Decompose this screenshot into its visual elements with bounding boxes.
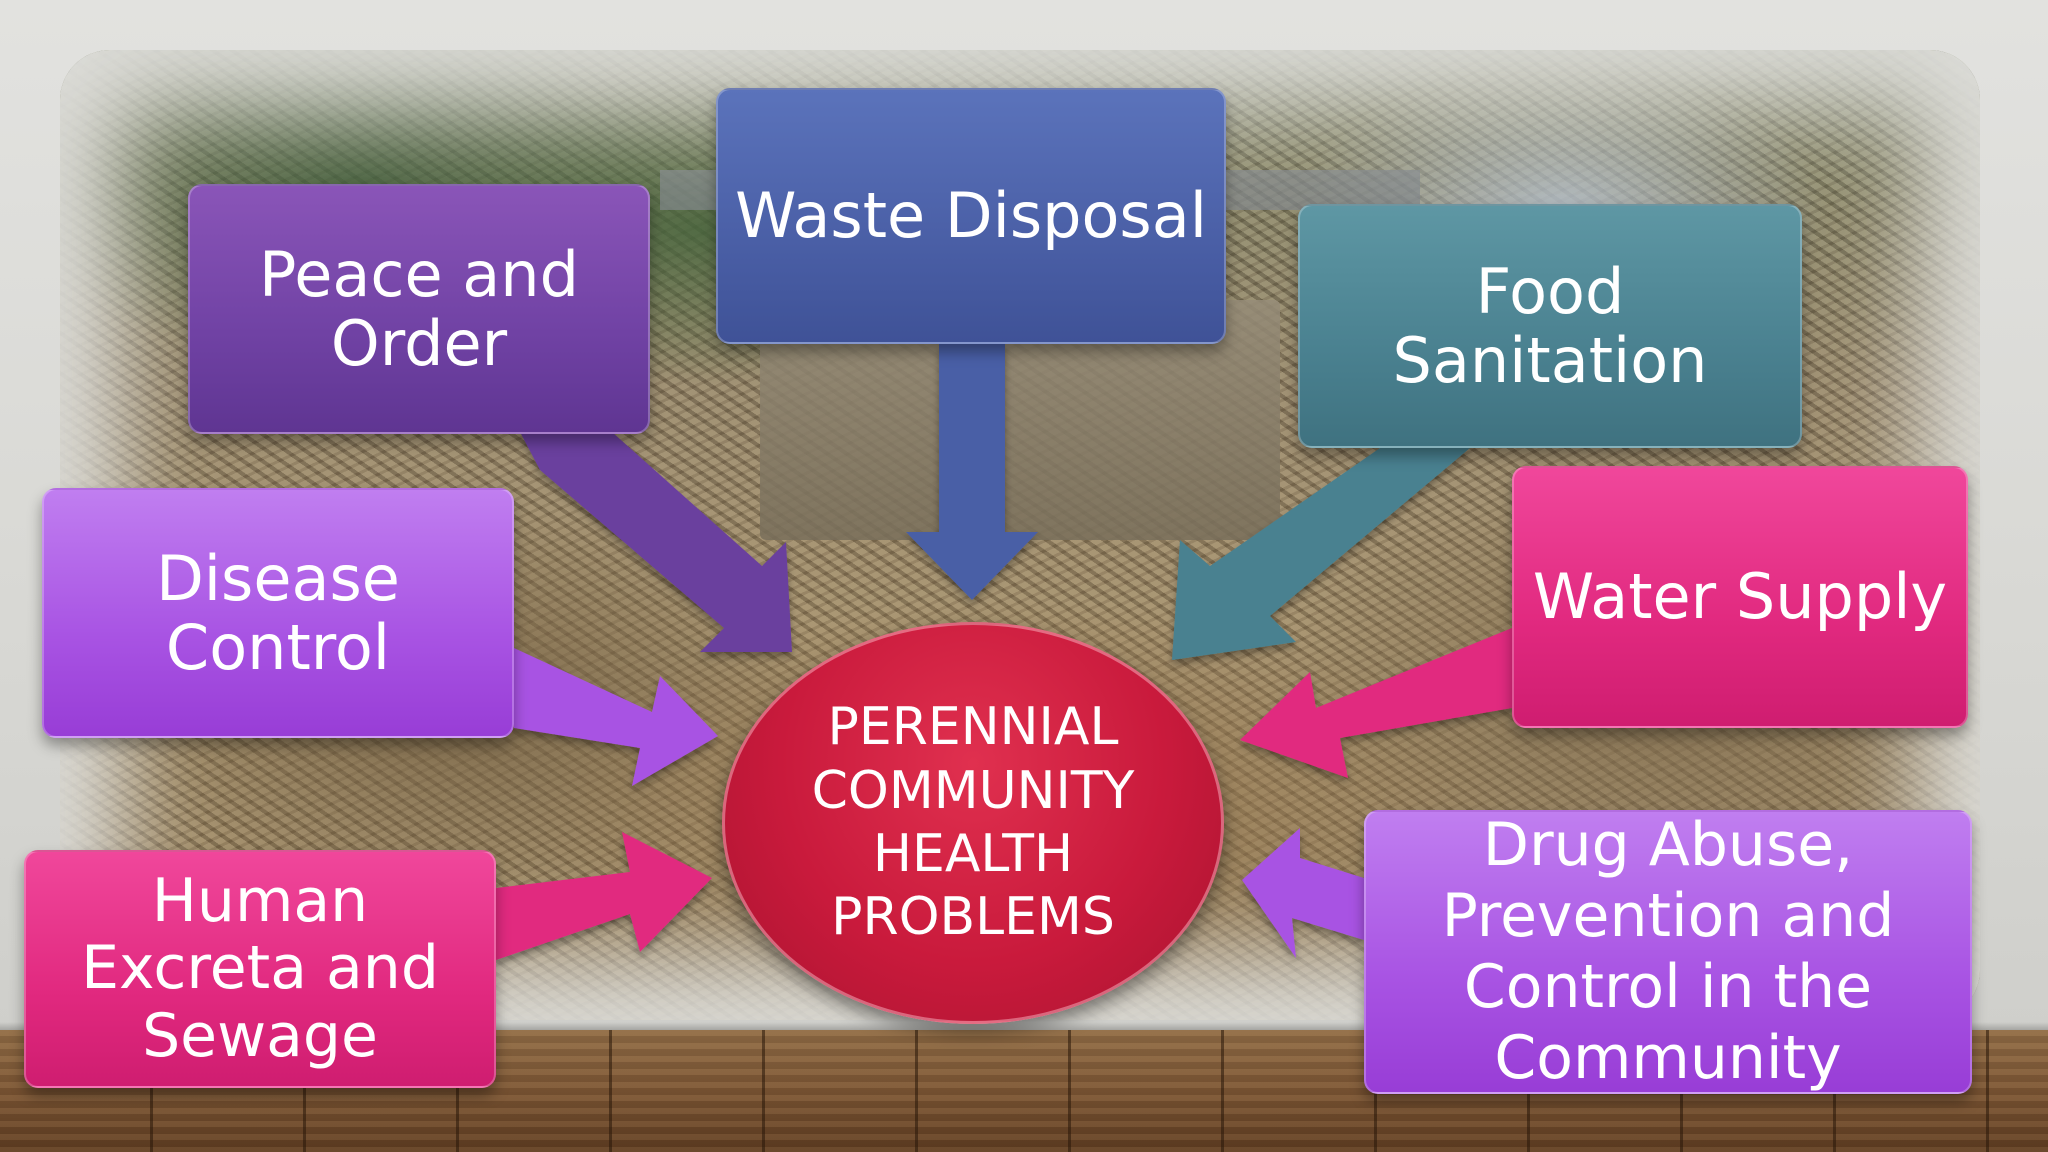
- node-food-sanitation-line: Food: [1475, 254, 1625, 328]
- node-waste-disposal: Waste Disposal: [716, 88, 1226, 344]
- floor-shadow: [0, 1022, 2048, 1032]
- arrow-water: [1240, 628, 1512, 778]
- center-node-perennial-community-health-problems: PERENNIAL COMMUNITY HEALTH PROBLEMS: [722, 622, 1224, 1024]
- node-peace-and-order-line: Order: [330, 307, 508, 380]
- node-disease-control: Disease Control: [42, 488, 514, 738]
- node-water-supply: Water Supply: [1512, 466, 1968, 728]
- node-peace-and-order: Peace and Order: [188, 184, 650, 434]
- node-human-excreta-line: Sewage: [142, 1000, 378, 1071]
- arrow-peace: [520, 432, 792, 652]
- node-food-sanitation: Food Sanitation: [1298, 204, 1802, 448]
- center-node-line: COMMUNITY: [811, 760, 1135, 821]
- center-node-line: PROBLEMS: [831, 887, 1115, 948]
- node-waste-disposal-line: Waste Disposal: [735, 179, 1207, 253]
- arrow-excreta: [496, 832, 712, 960]
- node-disease-control-line: Control: [165, 611, 391, 684]
- center-node-line: HEALTH: [872, 824, 1074, 884]
- arrow-disease: [514, 648, 718, 786]
- node-drug-abuse-line: Control in the: [1463, 952, 1873, 1022]
- arrow-food: [1172, 448, 1470, 660]
- node-peace-and-order-line: Peace and: [259, 237, 579, 311]
- center-node-line: PERENNIAL: [827, 697, 1119, 758]
- node-drug-abuse-prevention: Drug Abuse, Prevention and Control in th…: [1364, 810, 1972, 1094]
- arrow-drug: [1242, 828, 1364, 958]
- node-disease-control-line: Disease: [156, 541, 400, 615]
- node-drug-abuse-line: Community: [1494, 1022, 1842, 1093]
- arrow-waste: [906, 344, 1038, 600]
- node-drug-abuse-line: Prevention and: [1441, 881, 1895, 952]
- node-human-excreta-line: Human: [151, 866, 369, 937]
- node-human-excreta-line: Excreta and: [81, 933, 439, 1004]
- node-human-excreta-and-sewage: Human Excreta and Sewage: [24, 850, 496, 1088]
- node-drug-abuse-line: Drug Abuse,: [1482, 810, 1854, 881]
- node-food-sanitation-line: Sanitation: [1392, 324, 1708, 397]
- node-water-supply-line: Water Supply: [1532, 560, 1948, 634]
